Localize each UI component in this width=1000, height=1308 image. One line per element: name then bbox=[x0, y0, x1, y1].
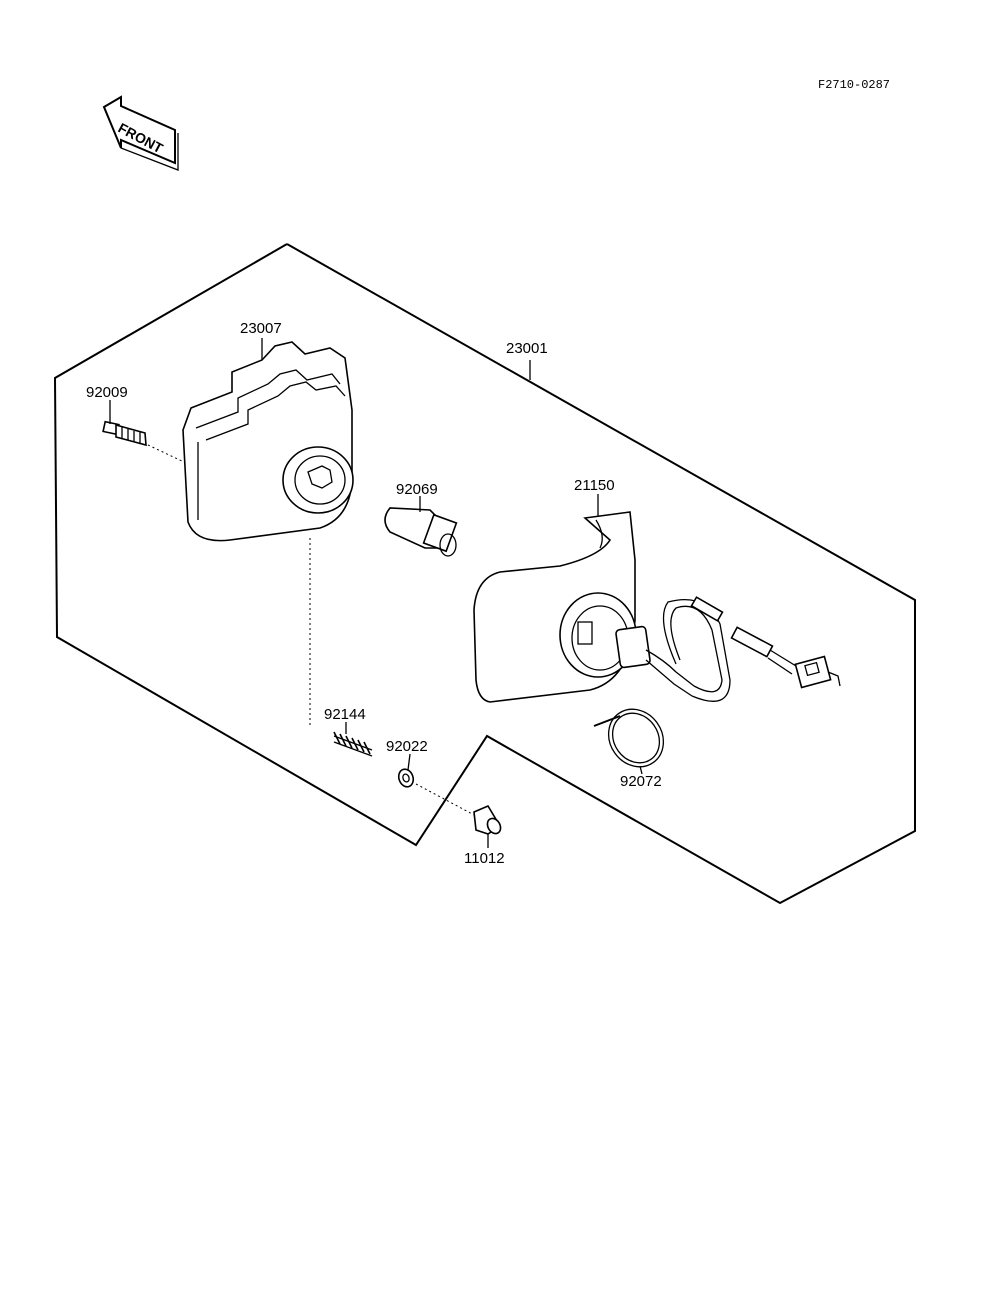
part-number-92022: 92022 bbox=[386, 738, 428, 755]
washer-92022 bbox=[397, 768, 415, 788]
part-number-23007: 23007 bbox=[240, 320, 282, 337]
part-number-92009: 92009 bbox=[86, 384, 128, 401]
clamp-label-leader bbox=[639, 765, 643, 775]
part-number-11012: 11012 bbox=[464, 850, 505, 867]
part-number-92069: 92069 bbox=[396, 481, 438, 498]
housing-23007 bbox=[182, 341, 354, 542]
screw-leader bbox=[147, 444, 185, 463]
screw-92009 bbox=[102, 420, 147, 447]
spring-92144 bbox=[333, 731, 373, 757]
collar-11012 bbox=[473, 804, 502, 835]
washer-label-leader bbox=[407, 753, 411, 771]
socket-21150 bbox=[473, 511, 841, 703]
part-number-23001: 23001 bbox=[506, 340, 548, 357]
assembly-boundary bbox=[53, 243, 916, 905]
drawing-code: F2710-0287 bbox=[818, 78, 890, 92]
washer-leader bbox=[415, 783, 477, 817]
front-arrow-icon: FRONT bbox=[102, 95, 179, 171]
clamp-92072 bbox=[593, 708, 665, 768]
part-number-21150: 21150 bbox=[574, 477, 615, 494]
part-number-92072: 92072 bbox=[620, 773, 662, 790]
part-number-92144: 92144 bbox=[324, 706, 366, 723]
bulb-92069 bbox=[384, 507, 458, 557]
